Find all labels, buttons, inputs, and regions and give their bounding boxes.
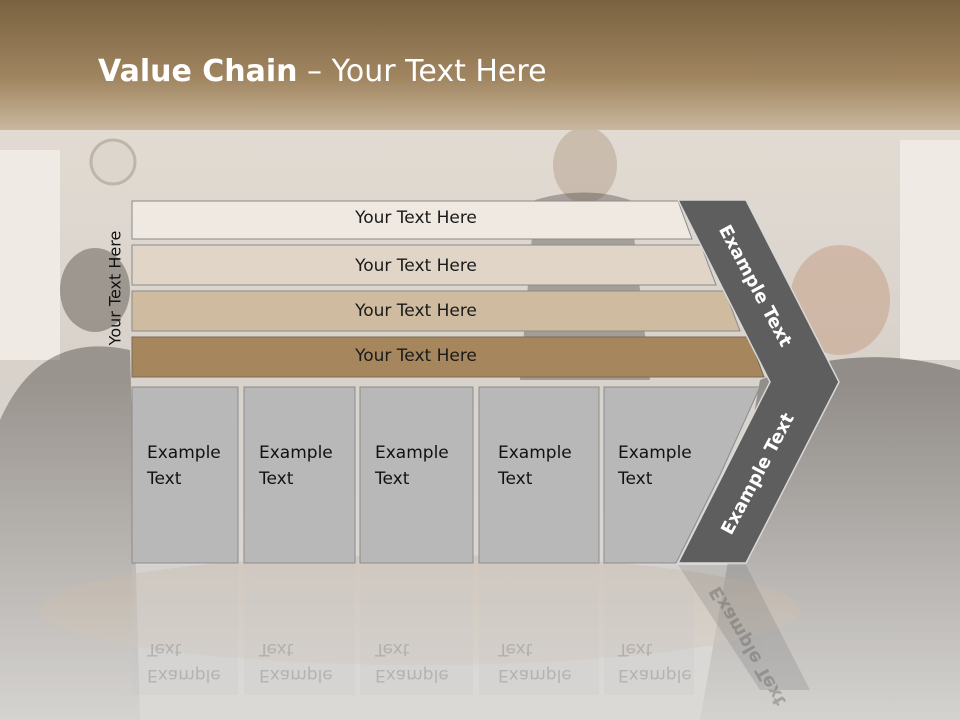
slide-title: Value Chain – Your Text Here: [98, 54, 547, 89]
row-bar-2: [131, 244, 717, 286]
row-bar-4: [131, 336, 765, 378]
box-2-reflection: Example Text: [259, 636, 359, 688]
row-label-2: Your Text Here: [355, 256, 477, 276]
box-2-reflection-line2: Text: [259, 639, 294, 659]
title-rest: – Your Text Here: [297, 54, 547, 89]
box-5-reflection-line1: Example: [618, 665, 692, 685]
box-3: [359, 386, 474, 564]
box-2-reflection-line1: Example: [259, 665, 333, 685]
box-1-reflection: Example Text: [147, 636, 247, 688]
row-bar-3: [131, 290, 741, 332]
box-5-line1: Example: [618, 443, 692, 463]
row-label-4: Your Text Here: [355, 346, 477, 366]
box-2-line1: Example: [259, 443, 333, 463]
box-4-reflection: Example Text: [498, 636, 598, 688]
row-label-1: Your Text Here: [355, 208, 477, 228]
box-1-line1: Example: [147, 443, 221, 463]
box-1-reflection-line2: Text: [147, 639, 182, 659]
box-1-line2: Text: [147, 469, 182, 489]
box-5-reflection-line2: Text: [618, 639, 653, 659]
box-5-line2: Text: [618, 469, 653, 489]
box-3-reflection-line1: Example: [375, 665, 449, 685]
box-1-reflection-line1: Example: [147, 665, 221, 685]
diagram-reflection: [132, 565, 810, 695]
box-3-reflection-line2: Text: [375, 639, 410, 659]
chevron-arrow: [676, 199, 840, 564]
box-4: [478, 386, 600, 564]
box-3-reflection: Example Text: [375, 636, 475, 688]
box-2-line2: Text: [259, 469, 294, 489]
box-4-reflection-line2: Text: [498, 639, 533, 659]
title-bold: Value Chain: [98, 54, 298, 89]
box-4-line1: Example: [498, 443, 572, 463]
box-5: [603, 386, 761, 564]
box-4-reflection-line1: Example: [498, 665, 572, 685]
box-3-line1: Example: [375, 443, 449, 463]
box-3-line2: Text: [375, 469, 410, 489]
box-4-line2: Text: [498, 469, 533, 489]
row-bar-1: [131, 200, 693, 240]
box-2: [243, 386, 356, 564]
box-1: [131, 386, 239, 564]
row-label-3: Your Text Here: [355, 301, 477, 321]
box-5-reflection: Example Text: [618, 636, 718, 688]
